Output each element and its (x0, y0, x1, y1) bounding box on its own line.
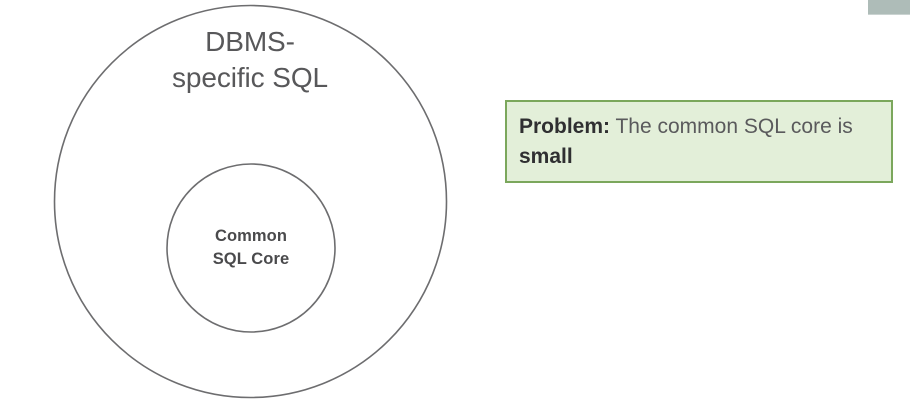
inner-circle-shape (166, 163, 336, 333)
problem-callout-body: The common SQL core is (610, 115, 853, 138)
inner-circle-label: Common SQL Core (212, 227, 290, 268)
corner-tab-artifact (868, 0, 910, 15)
problem-callout-text: Problem: The common SQL core is small (519, 112, 877, 172)
venn-diagram: DBMS- specific SQL Common SQL Core (53, 4, 448, 399)
problem-callout-box: Problem: The common SQL core is small (505, 100, 893, 183)
problem-callout-label: Problem: (519, 115, 611, 138)
venn-diagram-shapes (53, 4, 448, 399)
problem-callout-emphasis: small (519, 144, 573, 168)
outer-circle-label: DBMS- specific SQL (172, 26, 328, 93)
